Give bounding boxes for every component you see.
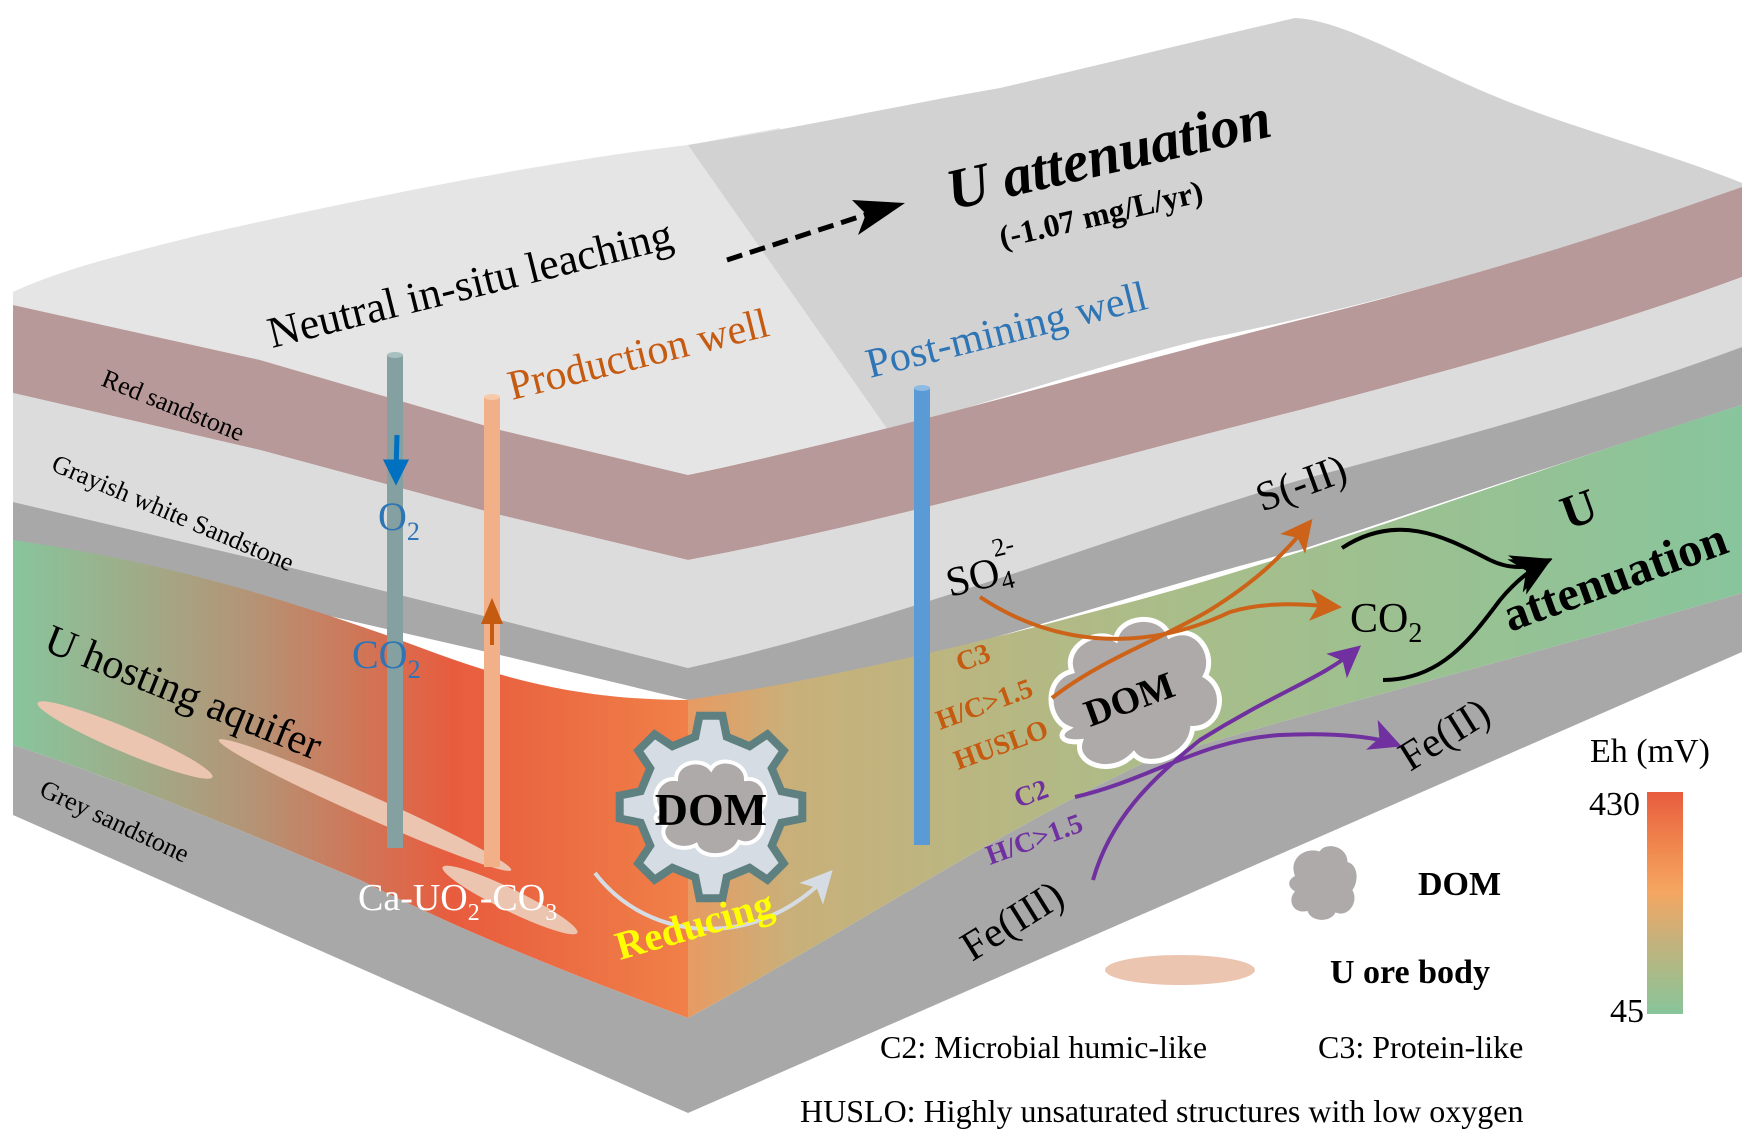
fe3-to-co2-arrow xyxy=(1091,645,1362,881)
ore-bodies xyxy=(37,701,578,935)
eh-colorbar: Eh (mV) 430 45 xyxy=(1589,733,1710,1030)
top-surface-right xyxy=(688,18,1742,430)
co2-label-right: CO2 xyxy=(1350,596,1422,649)
dom-cloud-icon xyxy=(653,759,768,858)
dom-gear: DOM xyxy=(615,711,807,903)
o2-label: O2 xyxy=(378,494,420,546)
production-well xyxy=(480,394,504,867)
c2-to-fe2-arrow xyxy=(1074,719,1402,799)
right-front-face xyxy=(688,187,1742,1113)
ore-body xyxy=(442,865,578,935)
legend: DOM U ore body C2: Microbial humic-like … xyxy=(800,846,1523,1129)
colorbar-max-label: 430 xyxy=(1589,786,1640,823)
grayish-sandstone-right xyxy=(688,277,1742,668)
c3-to-s-arrow xyxy=(1050,518,1313,700)
colorbar-gradient xyxy=(1647,792,1683,1014)
down-arrow-icon xyxy=(382,434,410,486)
legend-dom-icon xyxy=(1289,846,1357,920)
orange-pathways xyxy=(978,518,1342,700)
legend-c3-def: C3: Protein-like xyxy=(1318,1029,1523,1065)
so4-to-co2-arrow xyxy=(978,589,1342,641)
black-pathways xyxy=(1340,527,1553,682)
colorbar-min-label: 45 xyxy=(1610,993,1644,1030)
top-surface xyxy=(13,18,1742,475)
gear-dom-label: DOM xyxy=(655,784,767,835)
post-mining-well xyxy=(914,385,930,845)
legend-ore-icon xyxy=(1105,955,1255,985)
trend-arrow xyxy=(726,207,881,263)
reducing-arrow xyxy=(593,870,833,931)
top-surface-left xyxy=(13,128,888,475)
legend-c2-def: C2: Microbial humic-like xyxy=(880,1029,1207,1065)
uranyl-complex-label: Ca-UO2-CO3 xyxy=(358,877,557,926)
dom-cloud-icon xyxy=(1048,616,1222,769)
grey-sandstone-left xyxy=(13,745,688,1113)
injection-well xyxy=(382,352,410,848)
purple-pathways xyxy=(1074,645,1402,881)
co2-label-left: CO2 xyxy=(352,632,421,684)
grey-band-upper-right xyxy=(688,347,1742,700)
legend-huslo-def: HUSLO: Highly unsaturated structures wit… xyxy=(800,1093,1523,1129)
ore-body xyxy=(37,701,213,779)
colorbar-title: Eh (mV) xyxy=(1590,733,1710,770)
grey-band-upper-left xyxy=(13,502,688,700)
trend-arrowhead-icon xyxy=(852,200,905,235)
grayish-sandstone-left xyxy=(13,393,688,668)
red-sandstone-right xyxy=(688,187,1742,560)
legend-dom-label: DOM xyxy=(1418,866,1501,903)
up-arrow-icon xyxy=(480,597,504,645)
ore-body xyxy=(218,739,512,871)
legend-ore-label: U ore body xyxy=(1330,954,1490,991)
grey-sandstone-right xyxy=(688,593,1742,1113)
red-sandstone-left xyxy=(13,305,688,560)
co2-to-u-arrow xyxy=(1382,558,1553,682)
